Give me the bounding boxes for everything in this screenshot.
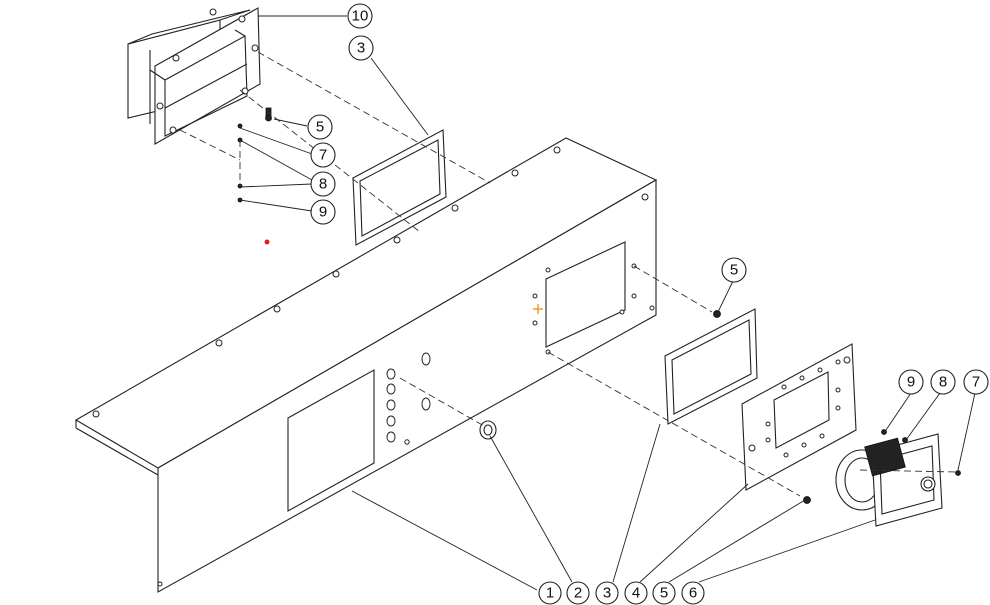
balloon-2-bottom: 2 — [566, 581, 590, 605]
balloon-4-bottom: 4 — [624, 581, 648, 605]
red-marker — [264, 239, 270, 245]
svg-text:7: 7 — [972, 374, 980, 391]
top-enclosure-box — [127, 7, 261, 145]
balloon-5-bottom: 5 — [652, 581, 676, 605]
svg-text:4: 4 — [632, 585, 640, 602]
svg-text:9: 9 — [319, 204, 327, 221]
balloon-9-top: 9 — [310, 199, 336, 225]
leader-lines — [239, 15, 976, 591]
balloon-7-top: 7 — [310, 142, 336, 168]
svg-text:6: 6 — [689, 585, 697, 602]
mounting-plate — [741, 343, 857, 491]
balloon-3-top: 3 — [348, 35, 374, 61]
balloon-5-top: 5 — [307, 114, 333, 140]
svg-text:3: 3 — [357, 40, 365, 57]
svg-text:9: 9 — [907, 374, 915, 391]
gasket-upper — [352, 129, 447, 246]
svg-text:7: 7 — [319, 147, 327, 164]
gasket-middle — [664, 308, 758, 425]
balloon-1-bottom: 1 — [538, 581, 562, 605]
svg-text:5: 5 — [730, 262, 738, 279]
crosshair-marker — [533, 304, 543, 314]
main-panel — [74, 137, 658, 593]
svg-text:10: 10 — [352, 8, 369, 25]
svg-text:8: 8 — [319, 176, 327, 193]
svg-text:8: 8 — [939, 374, 947, 391]
svg-text:3: 3 — [603, 585, 611, 602]
balloon-8-right: 8 — [930, 369, 956, 395]
balloon-5-mid: 5 — [721, 257, 747, 283]
balloon-6-bottom: 6 — [681, 581, 705, 605]
hardware — [237, 107, 961, 504]
balloon-9-right: 9 — [898, 369, 924, 395]
balloon-8-top: 8 — [310, 171, 336, 197]
balloon-3-bottom: 3 — [595, 581, 619, 605]
svg-text:1: 1 — [546, 585, 554, 602]
balloon-10-top: 10 — [347, 3, 373, 29]
svg-text:5: 5 — [316, 119, 324, 136]
display-module — [835, 429, 943, 527]
svg-text:5: 5 — [660, 585, 668, 602]
svg-text:2: 2 — [574, 585, 582, 602]
balloon-7-right: 7 — [963, 369, 989, 395]
